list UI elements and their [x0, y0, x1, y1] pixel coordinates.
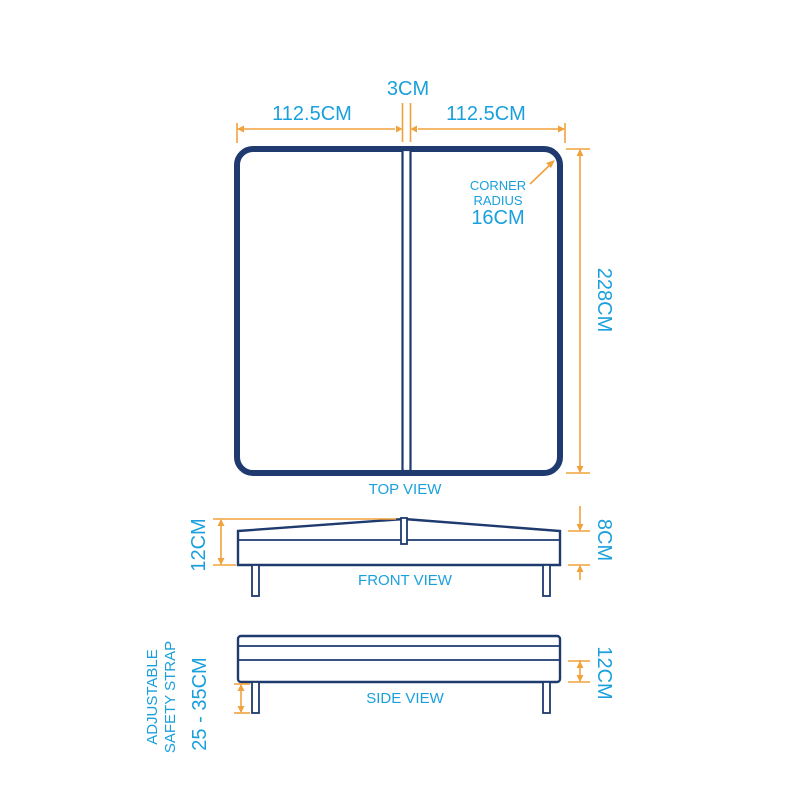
front-view: 12CM 8CM FRONT VIEW — [188, 506, 615, 597]
length-label: 228CM — [593, 268, 615, 332]
front-edge-height-label: 8CM — [593, 519, 615, 561]
strap-range-dimension — [234, 683, 250, 714]
side-view-right-leg — [542, 681, 551, 714]
side-view: 12CM SIDE VIEW ADJUSTABLE SAFETY STRAP 2… — [144, 634, 615, 753]
top-view-outline — [234, 146, 563, 476]
corner-radius-pointer — [529, 160, 555, 185]
side-view-left-leg — [251, 681, 260, 714]
side-height-label: 12CM — [593, 646, 615, 699]
strap-label-line2: SAFETY STRAP — [162, 641, 179, 753]
left-width-label: 112.5CM — [272, 103, 352, 125]
left-width-dimension — [236, 123, 395, 143]
side-view-label: SIDE VIEW — [366, 690, 444, 707]
corner-label-line2: RADIUS — [473, 193, 522, 208]
strap-range-label: 25 - 35CM — [189, 657, 211, 750]
strap-label-line1: ADJUSTABLE — [144, 649, 161, 745]
gap-width-label: 3CM — [387, 78, 429, 100]
side-view-body — [236, 634, 562, 684]
front-view-right-leg — [542, 564, 551, 597]
top-view: 3CM 112.5CM 112.5CM CORNER RADIUS 16CM 2… — [234, 78, 615, 498]
front-view-body — [236, 517, 562, 567]
front-total-height-label: 12CM — [188, 518, 210, 571]
side-height-dimension — [568, 660, 590, 683]
corner-label-line1: CORNER — [470, 178, 526, 193]
right-width-dimension — [418, 123, 566, 143]
front-total-height-dimension — [213, 518, 396, 566]
front-view-label: FRONT VIEW — [358, 572, 453, 589]
top-view-center-hinge — [401, 148, 412, 473]
length-dimension — [566, 148, 590, 474]
front-edge-height-dimension — [568, 506, 590, 580]
corner-label-line3: 16CM — [471, 207, 524, 229]
front-view-hinge — [400, 517, 408, 545]
front-view-left-leg — [251, 564, 260, 597]
right-width-label: 112.5CM — [446, 103, 526, 125]
top-view-label: TOP VIEW — [369, 481, 443, 498]
gap-dimension — [396, 103, 417, 142]
